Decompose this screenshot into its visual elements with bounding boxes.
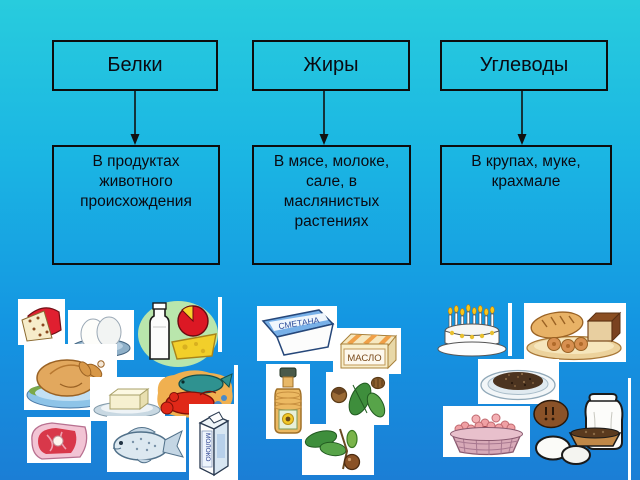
milk-carton-icon: МОЛОКО (198, 411, 230, 477)
protein-title-box: Белки (52, 40, 218, 91)
clipart-butter-pack: МАСЛО (333, 328, 401, 374)
carbs-title-label: Углеводы (479, 54, 569, 76)
text-line: В продуктах (92, 153, 180, 170)
clipart-sour-cream-tub: СМЕТАНА (257, 306, 337, 361)
clipart-cookie-basket (443, 406, 530, 457)
buckwheat-porridge-icon (480, 369, 556, 401)
milk-bottle-cheese-icon (138, 301, 218, 367)
clipart-nut-branch (302, 424, 374, 475)
clipart-edge-strip (218, 297, 222, 352)
protein-title-label: Белки (107, 54, 163, 76)
butter-pack-label: МАСЛО (347, 353, 381, 364)
clipart-porridge-plate (478, 359, 559, 404)
fish-icon (112, 427, 184, 464)
clipart-edge-strip (628, 378, 631, 480)
text-line: сале, в (306, 173, 357, 190)
sunflower-oil-bottle-icon (274, 367, 302, 434)
bread-basket-icon (526, 311, 622, 361)
clipart-milk-and-cheese (132, 297, 224, 371)
text-line: крахмале (491, 173, 561, 190)
fats-title-label: Жиры (303, 54, 359, 76)
carbs-title-box: Углеводы (440, 40, 608, 91)
clipart-bread-basket (524, 303, 626, 362)
clipart-hazelnuts (326, 372, 389, 425)
flour-sack-bread-icon (533, 393, 624, 465)
clipart-edge-strip (508, 303, 512, 356)
butter-dish-icon (93, 388, 161, 419)
protein-source-box: В продуктах животного происхождения (52, 145, 220, 265)
butter-pack-icon: МАСЛО (339, 333, 398, 370)
text-line: маслянистых (283, 193, 380, 210)
arrow-protein (130, 91, 140, 145)
clipart-ham (27, 417, 91, 463)
arrow-carbs (517, 91, 527, 145)
cheese-wedge-icon (21, 307, 62, 342)
ham-icon (31, 422, 88, 460)
fats-source-box: В мясе, молоке, сале, в маслянистых раст… (252, 145, 411, 265)
cookie-basket-icon (450, 413, 523, 456)
clipart-fish (107, 416, 186, 472)
carbs-source-box: В крупах, муке, крахмале (440, 145, 612, 265)
text-line: В крупах, муке, (471, 153, 581, 170)
text-line: животного (99, 173, 173, 190)
clipart-birthday-cake (436, 300, 509, 357)
nut-branch-icon (304, 428, 361, 471)
clipart-milk-carton: МОЛОКО (189, 404, 238, 480)
fats-title-box: Жиры (252, 40, 410, 91)
text-line: растениях (294, 213, 369, 230)
arrow-fats (319, 91, 329, 145)
hazelnuts-icon (330, 376, 386, 418)
clipart-cheese-wedge (18, 299, 65, 345)
clipart-edge-strip (234, 365, 238, 429)
milk-carton-label: МОЛОКО (204, 433, 211, 462)
clipart-flour-sack-bread (532, 388, 626, 466)
birthday-cake-icon (437, 304, 507, 357)
text-line: происхождения (80, 193, 192, 210)
clipart-butter-dish (90, 377, 165, 421)
sour-cream-tub-icon: СМЕТАНА (261, 309, 335, 356)
text-line: В мясе, молоке, (273, 153, 390, 170)
